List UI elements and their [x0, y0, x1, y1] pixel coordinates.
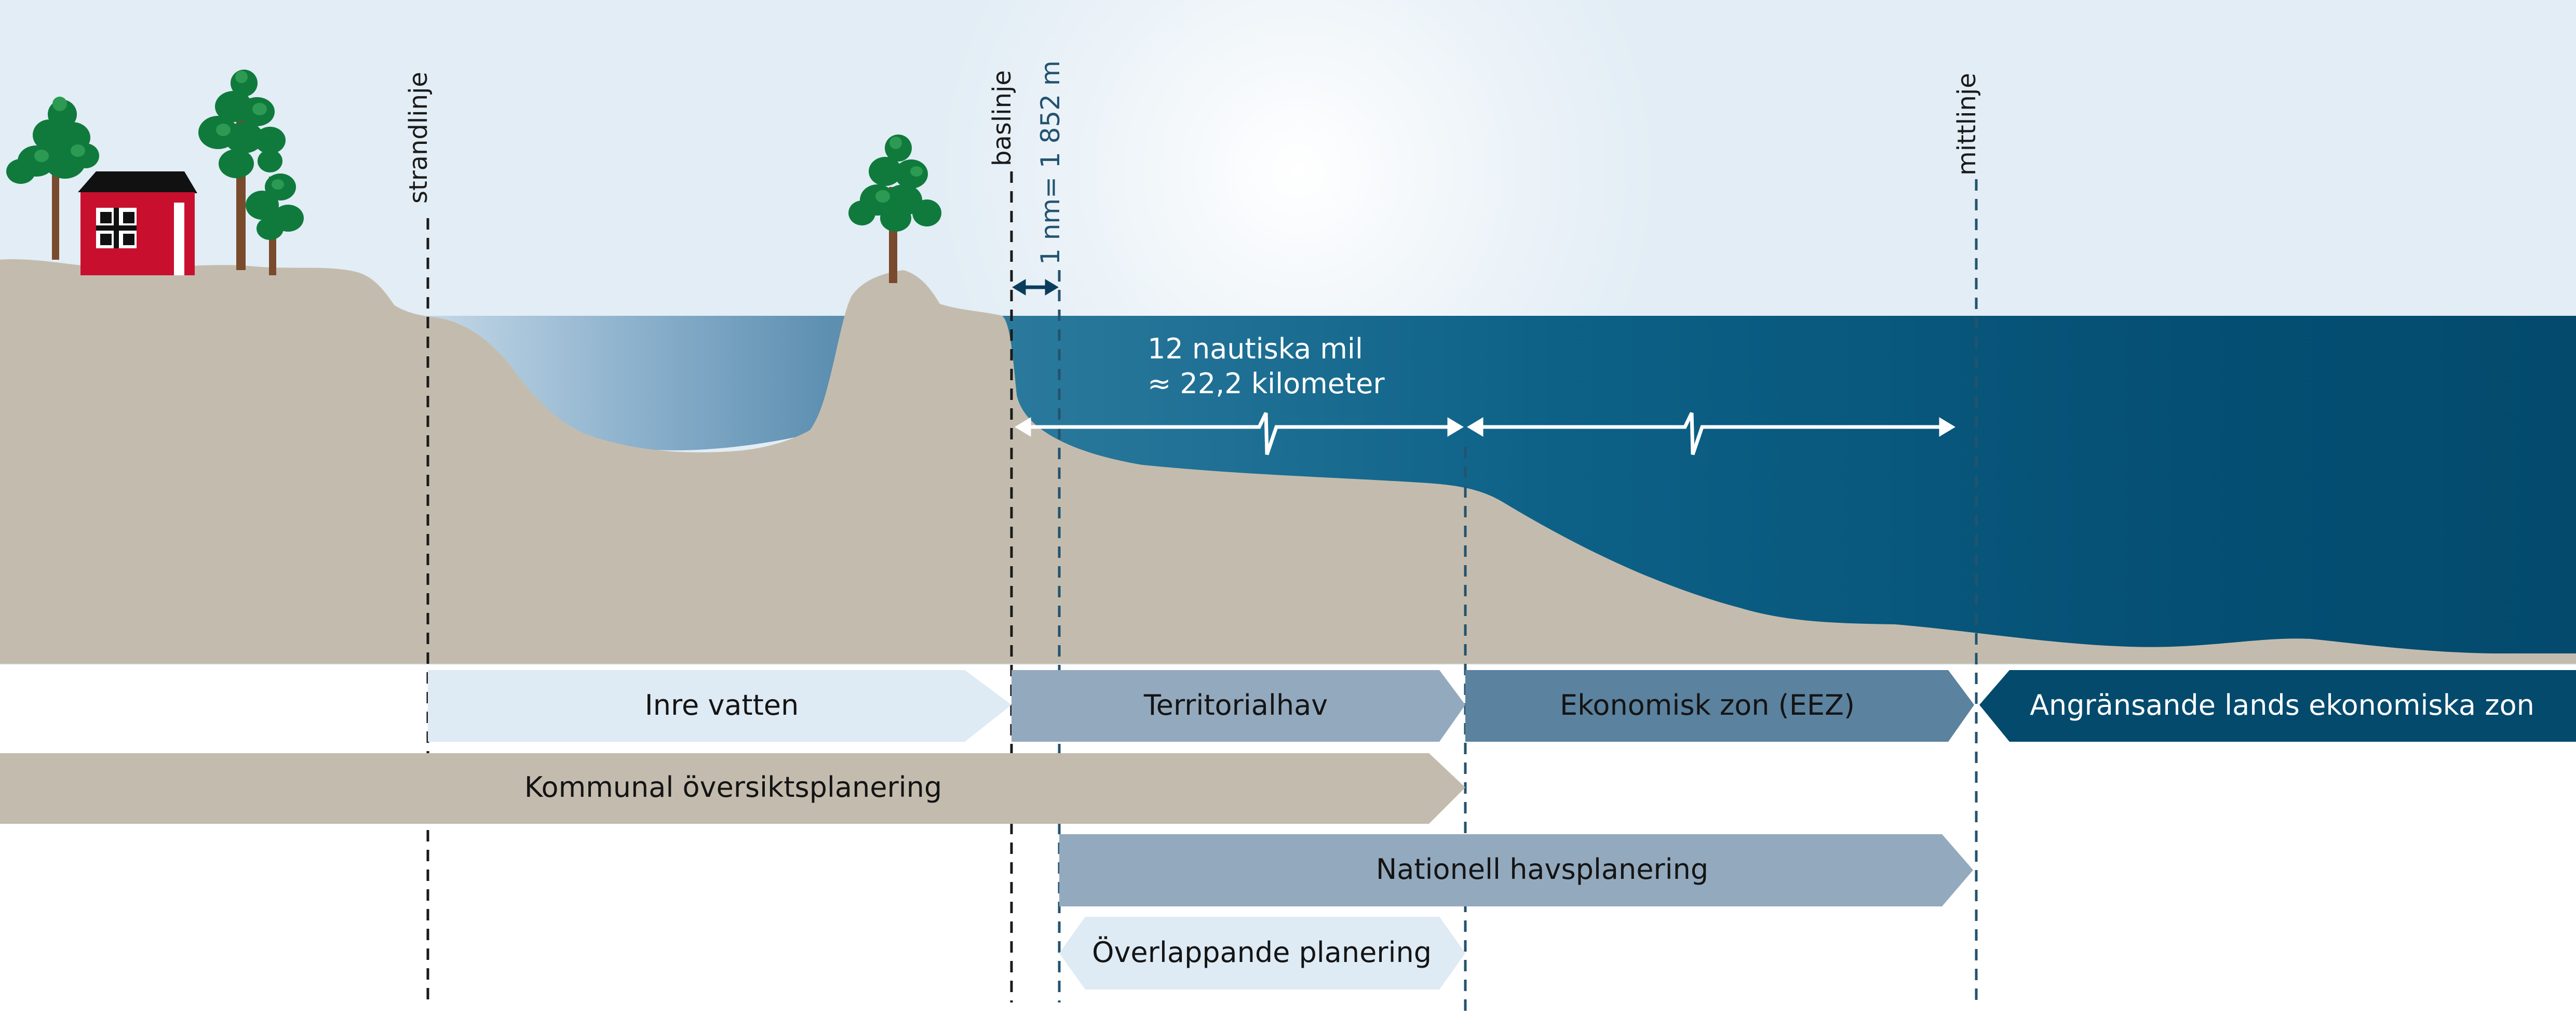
strandlinje-label: strandlinje — [404, 72, 433, 204]
zone-label-ekonomisk-zon: Ekonomisk zon (EEZ) — [1560, 689, 1855, 721]
tree-icon — [6, 97, 99, 260]
zone-band-inre-vatten: Inre vatten — [428, 670, 1011, 742]
planning-label-overlappande: Överlappande planering — [1092, 936, 1432, 969]
eez-distance-arrow — [1467, 412, 1955, 456]
planning-band-overlappande: Överlappande planering — [1059, 917, 1465, 990]
planning-label-kommunal: Kommunal översiktsplanering — [524, 771, 942, 804]
inner-water — [426, 316, 862, 451]
distance-nautical-miles: 12 nautiska mil — [1148, 332, 1363, 365]
nautical-mile-label: 1 nm= 1 852 m — [1035, 60, 1066, 265]
planning-band-kommunal: Kommunal översiktsplanering — [0, 753, 1465, 824]
zone-label-angransande: Angränsande lands ekonomiska zon — [2030, 689, 2534, 721]
territorial-distance-arrow — [1015, 412, 1464, 456]
tree-icon — [198, 70, 286, 270]
nautical-mile-arrow — [1012, 279, 1059, 296]
planning-label-nationell: Nationell havsplanering — [1376, 853, 1708, 886]
distance-kilometers: ≈ 22,2 kilometer — [1148, 367, 1385, 400]
zone-label-territorialhav: Territorialhav — [1143, 689, 1328, 721]
planning-band-nationell: Nationell havsplanering — [1059, 834, 1973, 906]
mittlinje-label: mittlinje — [1952, 73, 1981, 176]
zone-band-angransande: Angränsande lands ekonomiska zon — [1979, 670, 2576, 742]
tree-icon — [848, 135, 941, 283]
house-icon — [78, 171, 197, 275]
land — [0, 259, 2576, 664]
zone-band-territorialhav: Territorialhav — [1011, 670, 1465, 742]
tree-icon — [246, 150, 304, 275]
zone-band-ekonomisk-zon: Ekonomisk zon (EEZ) — [1465, 670, 1974, 742]
zone-label-inre-vatten: Inre vatten — [645, 689, 799, 721]
baslinje-label: baslinje — [988, 70, 1017, 166]
